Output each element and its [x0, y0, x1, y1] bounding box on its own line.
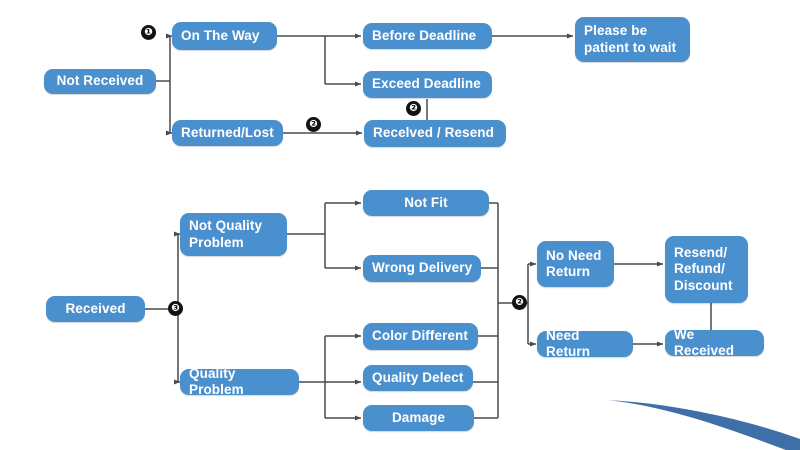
marker-2-exceed-deadline: ❷: [406, 101, 421, 116]
node-received[interactable]: Received: [46, 296, 145, 322]
node-damage[interactable]: Damage: [363, 405, 474, 431]
node-quality-problem[interactable]: Quality Problem: [180, 366, 299, 397]
node-recelved-resend[interactable]: Recelved / Resend: [364, 120, 506, 147]
node-exceed-deadline[interactable]: Exceed Deadline: [363, 71, 492, 98]
node-resend-refund-discount[interactable]: Resend/ Refund/ Discount: [665, 236, 748, 303]
marker-2-return-split: ❷: [512, 295, 527, 310]
node-quality-delect[interactable]: Quality Delect: [363, 365, 473, 391]
marker-2-returned-lost: ❷: [306, 117, 321, 132]
node-please-be-patient[interactable]: Please be patient to wait: [575, 17, 690, 62]
node-returned-lost[interactable]: Returned/Lost: [172, 120, 283, 146]
node-wrong-delivery[interactable]: Wrong Delivery: [363, 255, 481, 282]
node-not-received[interactable]: Not Received: [44, 69, 156, 94]
node-need-return[interactable]: Need Return: [537, 328, 633, 359]
marker-3-received: ❸: [168, 301, 183, 316]
node-color-different[interactable]: Color Different: [363, 323, 478, 350]
decorative-swoosh: [608, 400, 800, 450]
node-on-the-way[interactable]: On The Way: [172, 22, 277, 50]
node-we-received[interactable]: We Received: [665, 327, 764, 358]
node-no-need-return[interactable]: No Need Return: [537, 241, 614, 287]
node-not-fit[interactable]: Not Fit: [363, 190, 489, 216]
node-not-quality-problem[interactable]: Not Quality Problem: [180, 213, 287, 256]
node-before-deadline[interactable]: Before Deadline: [363, 23, 492, 49]
marker-1-on-the-way: ❶: [141, 25, 156, 40]
